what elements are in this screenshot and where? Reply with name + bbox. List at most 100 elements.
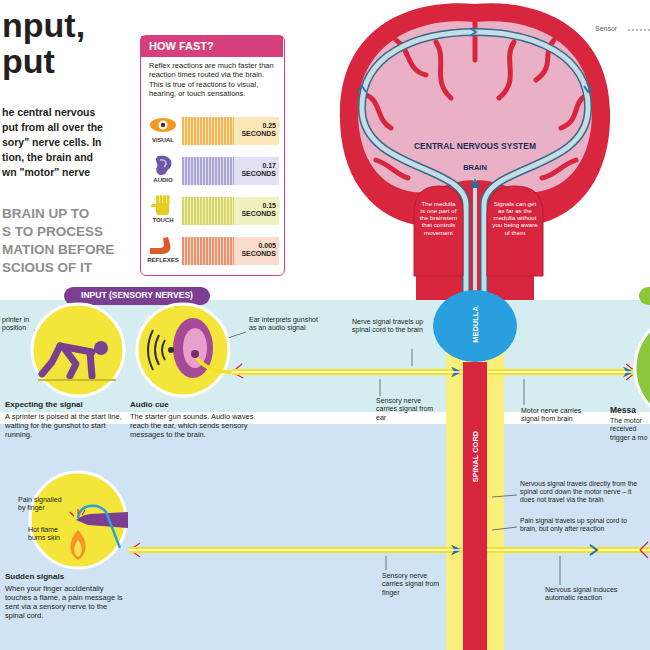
info-box: HOW FAST?Reflex reactions are much faste… [140,35,285,276]
signal-loop [362,32,588,300]
nerve-core [232,371,462,373]
nerve-core [488,371,634,373]
flame [71,530,86,560]
sense-icon [150,237,171,254]
speed-row: VISUAL0.25 SECONDS [146,114,279,148]
speed-row: TOUCH0.15 SECONDS [146,194,279,228]
time-bar-stripes [182,197,234,225]
signal-arrows [358,28,592,92]
medulla-shape [433,290,517,362]
ear-circle: Ear interprets gunshot as an audio signa… [135,302,231,398]
lobe-note: The medulla is one part of the brainstem… [419,200,458,236]
callout: Pain signalled by finger [18,496,62,513]
spinal-cord: SPINAL CORD [463,362,487,650]
callout: Motor nerve carries signal from brain [521,407,585,424]
speed-row: AUDIO 0.17 SECONDS [146,154,279,188]
sound-waves [148,330,165,370]
signal-loop [362,32,588,300]
part-label: SPINAL CORD [471,422,480,492]
sense-icon [156,156,172,175]
time-value: 0.17 SECONDS [230,162,276,177]
flame-circle: Pain signalled by fingerHot flame burns … [28,470,128,570]
brain: CENTRAL NERVOUS SYSTEM BRAIN The medulla i… [336,0,616,300]
time-bar [182,157,279,185]
pull-quote: SCIOUS OF IT [2,260,138,276]
nerve-endings [130,364,648,558]
caption-heading: Expecting the signal [5,400,145,410]
motor-nerve [487,545,650,555]
signal-up [473,178,477,300]
muscle-circle: MessaThe motor received trigger a mo [635,313,650,423]
nerve-connector [488,369,634,375]
start-line [38,379,116,381]
nerve-connector-group [488,372,634,373]
callout: Nerve signal travels up spinal cord to t… [352,318,432,335]
sprinter-figure [42,346,92,376]
brain-label: BRAIN [450,163,500,172]
pull-quote: BRAIN UP TO [2,206,138,222]
brain-outline [340,3,610,300]
caption-heading: Audio cue [130,400,260,410]
intro-text: sory" nerve cells. In [2,136,138,149]
sense-label: VISUAL [146,137,180,144]
intro-text: put from all over the [2,121,138,134]
callout: Sensory nerve carries signal from finger [382,572,448,597]
callout: Ear interprets gunshot as an audio signa… [249,316,321,333]
lobe-shape [414,186,463,276]
pull-quote: MATION BEFORE [2,242,138,258]
output-tab [639,287,650,305]
medulla: MEDULLA [433,290,517,362]
cord-glow [446,330,504,650]
time-bar-stripes [182,117,234,145]
input-band [0,300,650,412]
nerve-connector-group [232,372,462,373]
pain-marks [70,509,85,516]
brainstem-lobe: The medulla is one part of the brainstem… [414,186,463,276]
circle-shape [32,304,124,396]
nerve-connector [232,369,462,375]
callout: Nervous signal induces automatic reactio… [545,586,625,603]
nerve-core [129,549,462,551]
section-tab-label: INPUT (SENSORY NERVES) [64,290,210,300]
nerve-connector [129,547,462,553]
page-title: nput, put [2,8,112,79]
caption-heading: Sudden signals [5,572,125,582]
callout: printer in position [2,316,36,333]
callout: Nervous signal travels directly from the… [520,480,642,503]
flame-circle-art [28,470,128,570]
caption-body: A sprinter is poised at the start line, … [5,412,127,439]
callout: Sensory nerve carries signal from ear [376,397,442,422]
brain-tissue [358,21,592,192]
time-bar [182,197,279,225]
sense-icon [151,195,170,215]
sensory-nerve [197,358,231,372]
circle-shape [635,313,650,423]
lobe-shape [487,186,543,276]
lobe-note: Signals can get as far as the medulla wi… [492,200,538,236]
sense-label: REFLEXES [146,257,180,264]
sense-label: TOUCH [146,217,180,224]
system-label: CENTRAL NERVOUS SYSTEM [406,141,544,151]
pain-nerve [78,506,120,548]
part-label: MEDULLA [471,295,480,355]
time-bar-stripes [182,237,234,265]
callout: Hot flame burns skin [28,526,66,543]
time-bar-stripes [182,157,234,185]
intro-text: tion, the brain and [2,151,138,164]
circle-shape [137,304,229,396]
arm [76,512,128,528]
caption-body: When your finger accidentally touches a … [5,584,123,620]
brainstem-lobe: Signals can get as far as the medulla wi… [487,186,543,276]
intro-text: he central nervous [2,106,138,119]
callout: Sensor [595,25,627,33]
time-bar [182,237,279,265]
sense-label: AUDIO [146,177,180,184]
ear-circle-art [135,302,231,398]
section-tab: INPUT (SENSORY NERVES) [64,287,210,305]
caption-body: The motor received trigger a mo [610,417,648,442]
sprinter-circle: printer in positionExpecting the signalA… [30,302,126,398]
sprinter-circle-art [30,302,126,398]
nerve-connector-group [129,550,462,551]
box-heading: HOW FAST? [141,36,283,57]
